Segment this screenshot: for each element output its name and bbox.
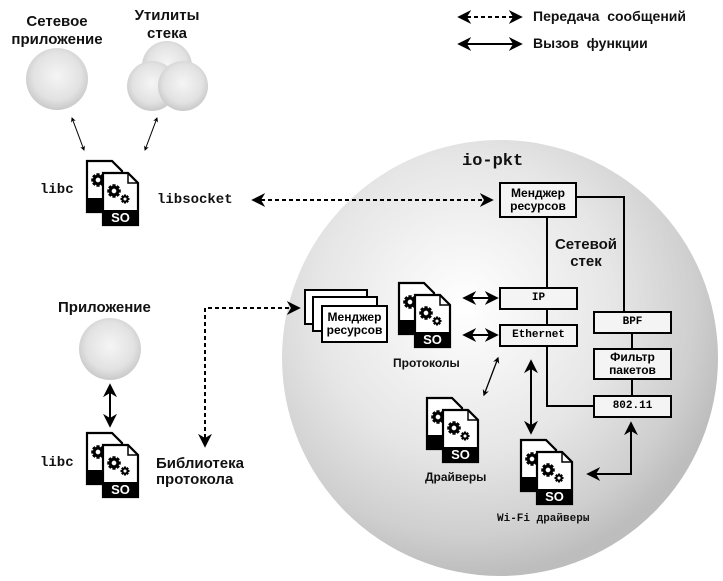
- so-badge: SO: [111, 210, 130, 225]
- resource-manager-box[interactable]: Менджер ресурсов: [499, 182, 577, 218]
- libc-bottom-label: libc: [40, 455, 74, 471]
- protocol-library-label: Библиотека протокола: [156, 455, 244, 488]
- resource-manager-stack-box[interactable]: Менджер ресурсов: [321, 305, 388, 343]
- drivers-ethernet-arrow: [482, 356, 500, 397]
- legend-function-call-label: Вызов функции: [533, 35, 648, 51]
- so-badge: SO: [111, 482, 130, 497]
- libc-top-label: libc: [40, 182, 74, 198]
- protocol-lib-resmgr-message-arrow: [198, 301, 301, 448]
- drivers-label: Драйверы: [425, 470, 487, 484]
- network-stack-label: Сетевой стек: [554, 236, 618, 270]
- bpf-box[interactable]: BPF: [593, 311, 672, 334]
- so-badge: SO: [423, 332, 442, 347]
- wifi-80211-box[interactable]: 802.11: [593, 395, 672, 418]
- packet-filter-box[interactable]: Фильтр пакетов: [593, 348, 672, 380]
- network-stack-lines: [546, 196, 633, 407]
- app-sphere: [79, 318, 141, 380]
- network-app-sphere: [26, 48, 88, 110]
- network-app-label: Сетевое приложение: [11, 13, 103, 48]
- wifi-drivers-label: Wi-Fi драйверы: [497, 513, 590, 525]
- so-badge: SO: [545, 489, 564, 504]
- stack-utils-spheres: [127, 41, 208, 111]
- io-pkt-title: io-pkt: [462, 152, 524, 171]
- netapp-libc-arrow: [71, 117, 85, 151]
- legend-messaging-label: Передача сообщений: [533, 8, 687, 24]
- stack-utils-label: Утилиты стека: [134, 7, 200, 42]
- utils-libsocket-arrow: [144, 117, 158, 151]
- ip-box[interactable]: IP: [499, 287, 578, 310]
- so-badge: SO: [451, 447, 470, 462]
- protocols-label: Протоколы: [393, 356, 460, 370]
- ethernet-box[interactable]: Ethernet: [499, 324, 578, 347]
- app-label: Приложение: [58, 299, 151, 316]
- libsocket-label: libsocket: [157, 192, 233, 208]
- wifi-drivers-80211-arrow: [586, 421, 638, 481]
